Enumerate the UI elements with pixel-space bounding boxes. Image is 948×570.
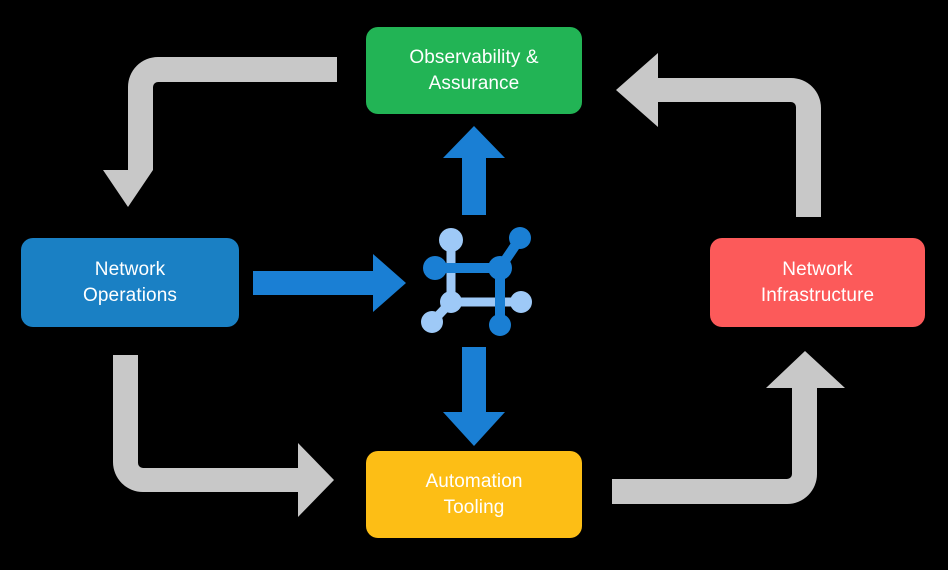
- node-box-network-operations[interactable]: Network Operations: [21, 238, 239, 327]
- node-label-network-operations: Network Operations: [83, 259, 177, 306]
- arrow-automation-to-infrastructure: [612, 351, 845, 504]
- node-box-automation-tooling[interactable]: Automation Tooling: [366, 451, 582, 538]
- arrow-center-to-automation: [443, 347, 505, 446]
- node-box-network-infrastructure[interactable]: Network Infrastructure: [710, 238, 925, 327]
- arrow-center-to-observability: [443, 126, 505, 215]
- arrow-operations-to-center: [253, 254, 406, 312]
- arrow-infrastructure-to-observability: [616, 53, 821, 217]
- arrow-operations-to-automation: [113, 355, 334, 517]
- arrow-observability-to-operations: [103, 57, 337, 207]
- node-label-automation-tooling: Automation Tooling: [425, 471, 523, 518]
- node-label-observability: Observability & Assurance: [409, 47, 539, 94]
- node-box-observability[interactable]: Observability & Assurance: [366, 27, 582, 114]
- node-label-network-infrastructure: Network Infrastructure: [760, 259, 875, 306]
